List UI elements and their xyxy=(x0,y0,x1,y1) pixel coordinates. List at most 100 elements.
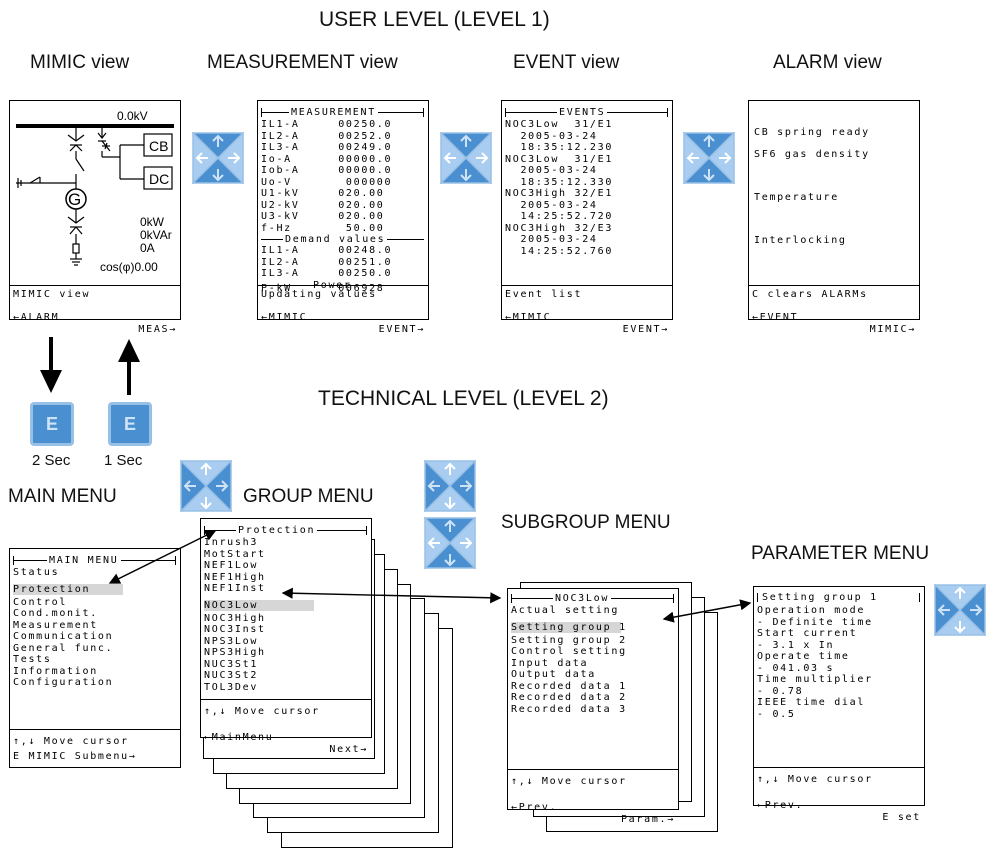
event-row: NOC3High 32/E3 xyxy=(505,222,614,234)
mimic-screen: 0.0kV G xyxy=(9,100,181,335)
kw-text: 0kW xyxy=(140,215,165,229)
event-footer: Event list ←MIMIC EVENT→ xyxy=(502,285,672,335)
navigation-pad-icon[interactable] xyxy=(683,132,735,184)
subgroup-menu-item[interactable]: Control setting xyxy=(511,646,627,657)
cos-phi-text: cos(φ)0.00 xyxy=(100,260,158,274)
main-menu-item[interactable]: Cond.monit. xyxy=(13,608,98,619)
group-menu-item[interactable]: NEF1Low xyxy=(204,560,259,571)
subgroup-menu-item[interactable]: Setting group 1 xyxy=(511,621,627,633)
main-menu-item[interactable]: Communication xyxy=(13,631,114,642)
measurement-row: f-Hz 50.00 xyxy=(261,222,385,234)
parameter-menu-footer-right: E set xyxy=(882,811,921,823)
alarm-footer-title: C clears ALARMs xyxy=(752,289,868,300)
event-screen: EVENTS NOC3Low 31/E1 2005-03-24 18:35:12… xyxy=(501,100,673,335)
parameter-row: IEEE time dial xyxy=(757,697,866,708)
alarm-footer: C clears ALARMs ←EVENT MIMIC→ xyxy=(749,285,919,335)
e-button-icon[interactable]: E xyxy=(108,402,152,446)
measurement-row: IL2-A 00252.0 xyxy=(261,130,393,142)
alarm-view-label: ALARM view xyxy=(773,52,882,73)
subgroup-menu-item[interactable]: Setting group 2 xyxy=(511,634,627,646)
alarm-footer-left: ←EVENT xyxy=(752,312,799,323)
main-menu-item[interactable]: Protection xyxy=(13,583,123,595)
group-menu-footer-right: Next→ xyxy=(329,743,368,755)
group-menu-item[interactable]: NUC3St1 xyxy=(204,658,259,670)
alarm-row: Interlocking xyxy=(754,235,847,246)
alarm-footer-right: MIMIC→ xyxy=(869,323,916,335)
group-menu-item[interactable]: NEF1High xyxy=(204,571,266,583)
group-menu-item[interactable]: NEF1Inst xyxy=(204,583,266,594)
parameter-row: - 041.03 s xyxy=(757,662,835,674)
event-row: 2005-03-24 xyxy=(505,130,598,142)
event-row: 18:35:12.330 xyxy=(505,176,614,188)
measurement-row: Io-A 00000.0 xyxy=(261,153,393,165)
technical-level-title: TECHNICAL LEVEL (LEVEL 2) xyxy=(318,387,609,410)
event-row: 2005-03-24 xyxy=(505,199,598,211)
subgroup-menu-footer-line1: ↑,↓ Move cursor xyxy=(511,776,627,787)
mimic-footer: MIMIC view ←ALARM MEAS→ xyxy=(10,285,180,335)
group-menu-item[interactable]: Inrush3 xyxy=(204,537,259,548)
subgroup-menu-item[interactable]: Recorded data 3 xyxy=(511,703,627,715)
main-menu-item[interactable]: Tests xyxy=(13,654,52,665)
group-menu-item[interactable]: MotStart xyxy=(204,548,266,560)
group-menu-item[interactable]: TOL3Dev xyxy=(204,681,259,693)
subgroup-menu-label: SUBGROUP MENU xyxy=(501,512,671,533)
navigation-pad-icon[interactable] xyxy=(424,460,476,512)
mimic-view-label: MIMIC view xyxy=(30,52,130,73)
measurement-row: Uo-V 000000 xyxy=(261,176,393,188)
navigation-pad-icon[interactable] xyxy=(440,132,492,184)
up-arrow-icon xyxy=(118,339,140,395)
main-menu-item[interactable]: Configuration xyxy=(13,677,114,688)
parameter-row: Time multiplier xyxy=(757,674,873,685)
parameter-row: - 0.78 xyxy=(757,685,804,697)
cb-label: CB xyxy=(149,138,168,154)
measurement-row: U3-kV 020.00 xyxy=(261,211,385,222)
event-title-bar: EVENTS xyxy=(505,107,668,119)
event-footer-title: Event list xyxy=(505,289,583,300)
subgroup-menu-item[interactable]: Recorded data 1 xyxy=(511,680,627,692)
mimic-footer-right: MEAS→ xyxy=(138,323,177,335)
measurement-footer-right: EVENT→ xyxy=(378,323,425,335)
group-menu-title: Protection xyxy=(236,525,318,537)
main-menu-footer-line1: ↑,↓ Move cursor xyxy=(13,736,129,747)
e-hold-1sec-caption: 1 Sec xyxy=(104,452,143,469)
measurement-row: U1-kV 020.00 xyxy=(261,188,385,199)
group-menu-item[interactable]: NUC3St2 xyxy=(204,670,259,681)
e-button-icon[interactable]: E xyxy=(30,402,74,446)
event-row: 18:35:12.230 xyxy=(505,142,614,153)
main-menu-label: MAIN MENU xyxy=(8,486,117,507)
measurement-row: IL1-A 00250.0 xyxy=(261,119,393,130)
subgroup-menu-item[interactable]: Output data xyxy=(511,669,596,680)
group-menu-item[interactable]: NOC3Inst xyxy=(204,624,266,635)
main-menu-item[interactable]: Control xyxy=(13,596,68,608)
main-menu-title: MAIN MENU xyxy=(47,555,121,567)
parameter-row: - 0.5 xyxy=(757,708,796,720)
subgroup-menu-item[interactable]: Input data xyxy=(511,657,589,669)
group-menu-item[interactable]: NPS3High xyxy=(204,647,266,658)
e-hold-2sec-caption: 2 Sec xyxy=(32,452,71,469)
measurement-title: MEASUREMENT xyxy=(289,107,378,119)
group-menu-item[interactable]: NOC3Low xyxy=(204,599,314,611)
main-menu-item[interactable]: Measurement xyxy=(13,619,98,631)
navigation-pad-icon[interactable] xyxy=(424,517,476,569)
subgroup-menu-item[interactable]: Actual setting xyxy=(511,605,620,616)
group-menu-item[interactable]: NOC3High xyxy=(204,612,266,624)
event-title: EVENTS xyxy=(557,107,608,119)
demand-title: Demand values xyxy=(283,234,388,246)
main-menu-item[interactable]: Information xyxy=(13,665,98,677)
main-menu-item[interactable]: General func. xyxy=(13,642,114,654)
measurement-title-bar: MEASUREMENT xyxy=(261,107,424,119)
navigation-pad-icon[interactable] xyxy=(934,584,986,636)
main-menu-item[interactable]: Status xyxy=(13,567,60,578)
subgroup-menu-item[interactable]: Recorded data 2 xyxy=(511,692,627,703)
navigation-pad-icon[interactable] xyxy=(180,460,232,512)
navigation-pad-icon[interactable] xyxy=(192,132,244,184)
measurement-row: IL3-A 00249.0 xyxy=(261,142,393,153)
main-menu-title-bar: MAIN MENU xyxy=(13,555,176,567)
group-menu-item[interactable]: NPS3Low xyxy=(204,635,259,647)
